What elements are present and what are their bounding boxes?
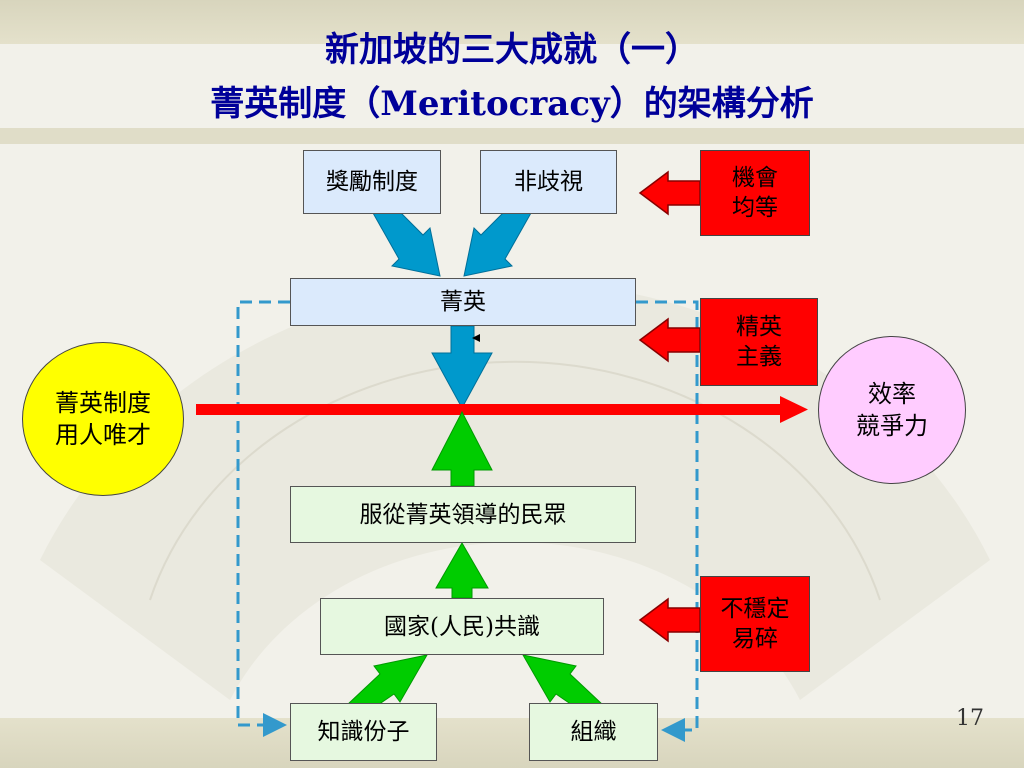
page-number: 17: [956, 706, 984, 731]
small-pointer-icon: [472, 334, 480, 342]
elite-box: 菁英: [290, 278, 636, 326]
red-arrow-equal-opportunity: [638, 170, 701, 216]
followers-box: 服從菁英領導的民眾: [290, 486, 636, 543]
blue-down-arrow: [431, 325, 493, 410]
title-line-2: 菁英制度（Meritocracy）的架構分析: [210, 84, 814, 124]
green-up-arrow-upper: [431, 410, 493, 487]
red-arrow-elitism: [638, 317, 701, 363]
non-discrimination-box: 非歧視: [480, 150, 617, 214]
organization-box: 組織: [529, 703, 658, 761]
title-underline-band: [0, 128, 1024, 144]
title-line-1: 新加坡的三大成就（一）: [325, 30, 699, 70]
equal-opportunity-label: 機會 均等: [700, 150, 810, 236]
reward-system-box: 獎勵制度: [303, 150, 441, 214]
elitism-label: 精英 主義: [700, 298, 818, 386]
bottom-band: [0, 718, 1024, 768]
consensus-box: 國家(人民)共識: [320, 598, 604, 655]
red-arrow-unstable: [638, 597, 701, 643]
green-up-arrow-middle: [435, 542, 489, 599]
dashed-frame-left: [236, 300, 290, 737]
red-main-arrow: [196, 396, 808, 423]
efficiency-circle: 效率 競爭力: [818, 336, 966, 484]
top-band: [0, 0, 1024, 44]
unstable-label: 不穩定 易碎: [700, 576, 810, 672]
meritocracy-circle: 菁英制度 用人唯才: [22, 342, 184, 496]
intellectuals-box: 知識份子: [290, 703, 437, 761]
dashed-frame-right: [636, 300, 699, 742]
